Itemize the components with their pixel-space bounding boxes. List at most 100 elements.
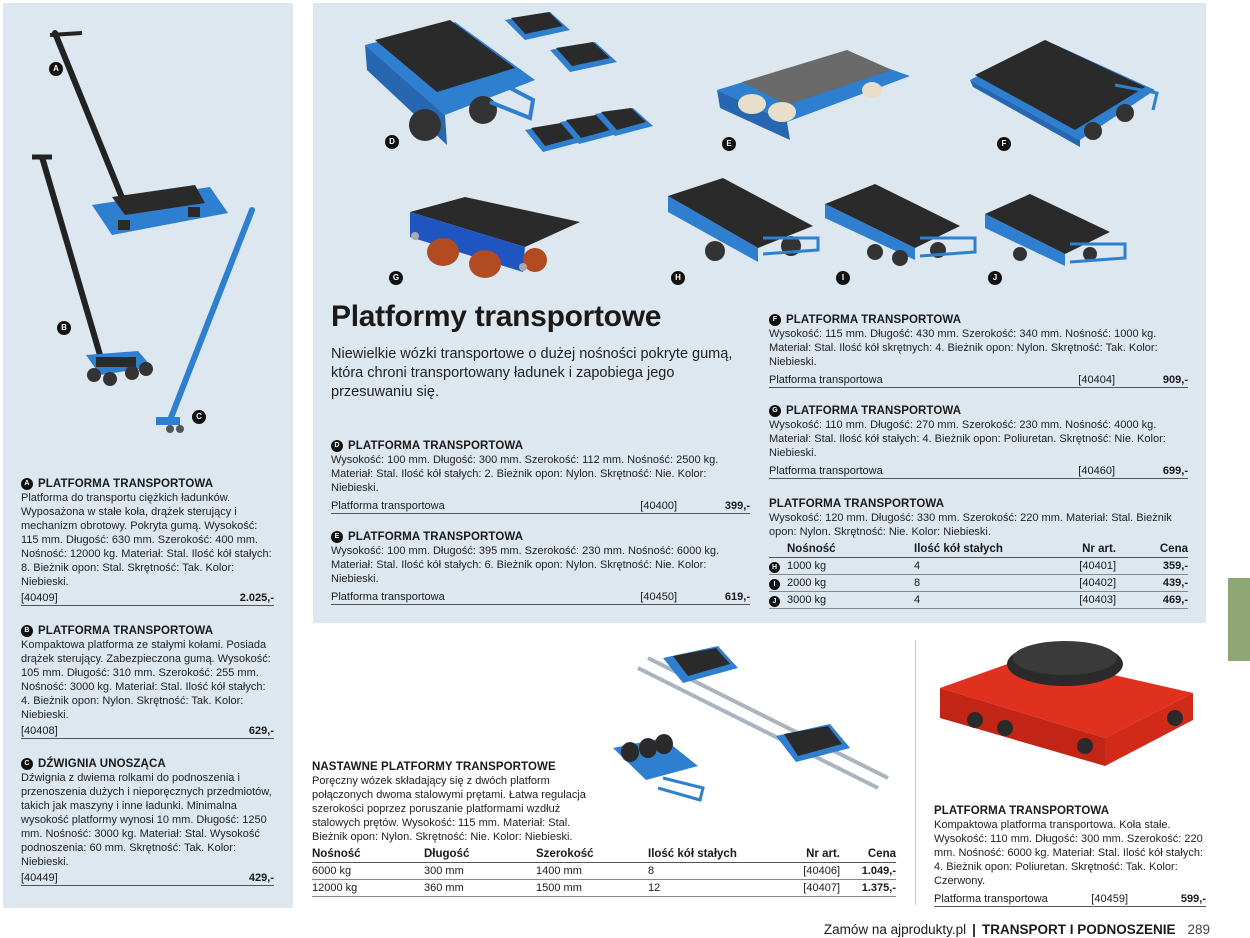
product-d-image [365,12,653,152]
table-row[interactable]: 12000 kg 360 mm 1500 mm 12 [40407] 1.375… [312,879,896,897]
product-f-badge: F [769,313,781,326]
product-g-price: 699,- [1162,465,1188,477]
product-g-badge: G [769,404,781,417]
product-a-price: 2.025,- [239,592,274,604]
product-f-desc: Wysokość: 115 mm. Długość: 430 mm. Szero… [769,328,1158,368]
product-g-price-row[interactable]: Platforma transportowa [40460]699,- [769,463,1188,479]
adj-header-price: Cena [840,846,896,863]
row-price: 469,- [1116,591,1188,609]
row-length: 360 mm [424,879,536,897]
page-footer: Zamów na ajprodukty.pl | TRANSPORT I POD… [824,923,1210,937]
product-e-price-row[interactable]: Platforma transportowa [40450] 619,- [331,589,750,605]
product-d-title: PLATFORMA TRANSPORTOWA [348,439,524,452]
adjustable-block: NASTAWNE PLATFORMY TRANSPORTOWE Poręczny… [312,759,896,897]
product-a-block: A PLATFORMA TRANSPORTOWA Platforma do tra… [21,476,274,606]
product-d-name: Platforma transportowa [331,500,445,512]
column-divider [915,640,916,905]
photo-label-d: D [385,135,399,149]
product-g-image [410,197,580,278]
product-c-code: [40449] [21,872,58,884]
red-platform-block: PLATFORMA TRANSPORTOWA Kompaktowa platfo… [934,803,1206,907]
hij-header-code: Nr art. [1034,541,1116,558]
product-i-image [825,184,977,266]
adjustable-table: Nośność Długość Szerokość Ilość kół stał… [312,846,896,897]
product-a-badge: A [21,477,33,490]
product-f-price: 909,- [1162,374,1188,386]
red-platform-code: [40459] [1091,893,1128,905]
products-abc-image [32,30,255,433]
product-f-price-row[interactable]: Platforma transportowa [40404]909,- [769,372,1188,388]
row-width: 1400 mm [536,862,648,880]
product-g-desc: Wysokość: 110 mm. Długość: 270 mm. Szero… [769,419,1166,459]
photo-label-h: H [671,271,685,285]
row-load: 2000 kg [787,574,914,592]
product-b-badge: B [21,624,33,637]
product-e-name: Platforma transportowa [331,591,445,603]
left-panel [3,3,293,908]
product-hij-table: Nośność Ilość kół stałych Nr art. Cena H… [769,541,1188,609]
product-d-price-row[interactable]: Platforma transportowa [40400]399,- [331,498,750,514]
product-b-price: 629,- [248,725,274,737]
red-platform-title: PLATFORMA TRANSPORTOWA [934,804,1110,817]
product-a-desc: Platforma do transportu ciężkich ładunkó… [21,492,272,588]
product-a-price-row[interactable]: [40409] 2.025,- [21,590,274,606]
red-platform-name: Platforma transportowa [934,893,1048,905]
row-load: 12000 kg [312,879,424,897]
product-e-title: PLATFORMA TRANSPORTOWA [348,530,524,543]
red-platform-price-row[interactable]: Platforma transportowa [40459]599,- [934,891,1206,907]
row-code: [40406] [760,862,840,880]
product-b-code: [40408] [21,725,58,737]
table-row[interactable]: I 2000 kg 8 [40402] 439,- [769,574,1188,592]
adjustable-platforms-image [613,646,889,802]
row-price: 359,- [1116,557,1188,575]
product-c-price-row[interactable]: [40449] 429,- [21,870,274,886]
product-c-photo [156,207,255,433]
product-f-name: Platforma transportowa [769,374,883,386]
row-badge-j: J [769,596,780,607]
product-c-price: 429,- [248,872,274,884]
product-hij-block: PLATFORMA TRANSPORTOWA Wysokość: 120 mm.… [769,496,1188,609]
table-row[interactable]: J 3000 kg 4 [40403] 469,- [769,591,1188,609]
product-f-title: PLATFORMA TRANSPORTOWA [786,313,962,326]
product-f-image [970,40,1159,147]
product-e-code: [40450] [640,591,677,603]
product-g-code: [40460] [1078,465,1115,477]
row-wheels: 12 [648,879,760,897]
row-load: 1000 kg [787,557,914,575]
photo-label-j: J [988,271,1002,285]
adjustable-title: NASTAWNE PLATFORMY TRANSPORTOWE [312,760,556,773]
table-row[interactable]: 6000 kg 300 mm 1400 mm 8 [40406] 1.049,- [312,862,896,880]
product-f-block: F PLATFORMA TRANSPORTOWA Wysokość: 115 mm… [769,312,1188,388]
photo-label-a: A [49,62,63,76]
product-hij-desc: Wysokość: 120 mm. Długość: 330 mm. Szero… [769,512,1172,538]
product-e-badge: E [331,530,343,543]
product-c-desc: Dźwignia z dwiema rolkami do podnoszenia… [21,772,272,868]
adj-header-width: Szerokość [536,846,648,863]
table-row[interactable]: H 1000 kg 4 [40401] 359,- [769,557,1188,575]
footer-separator: | [972,922,976,937]
row-wheels: 8 [914,574,1034,592]
row-wheels: 4 [914,591,1034,609]
product-j-image [985,194,1127,266]
row-width: 1500 mm [536,879,648,897]
row-wheels: 8 [648,862,760,880]
section-tab[interactable] [1228,578,1250,661]
adj-header-code: Nr art. [760,846,840,863]
row-price: 1.375,- [840,879,896,897]
product-b-photo [32,154,153,386]
product-b-desc: Kompaktowa platforma ze stałymi kołami. … [21,639,271,721]
page-intro: Niewielkie wózki transportowe o dużej no… [331,346,733,400]
hij-header-load: Nośność [787,541,914,558]
product-e-price: 619,- [724,591,750,603]
adj-header-wheels: Ilość kół stałych [648,846,760,863]
row-load: 6000 kg [312,862,424,880]
product-b-price-row[interactable]: [40408] 629,- [21,723,274,739]
product-c-badge: C [21,757,33,770]
product-a-title: PLATFORMA TRANSPORTOWA [38,477,214,490]
hij-header-price: Cena [1116,541,1188,558]
row-code: [40402] [1034,574,1116,592]
footer-site-link[interactable]: Zamów na ajprodukty.pl [823,922,967,937]
red-platform-desc: Kompaktowa platforma transportowa. Koła … [934,819,1203,887]
product-b-title: PLATFORMA TRANSPORTOWA [38,624,214,637]
